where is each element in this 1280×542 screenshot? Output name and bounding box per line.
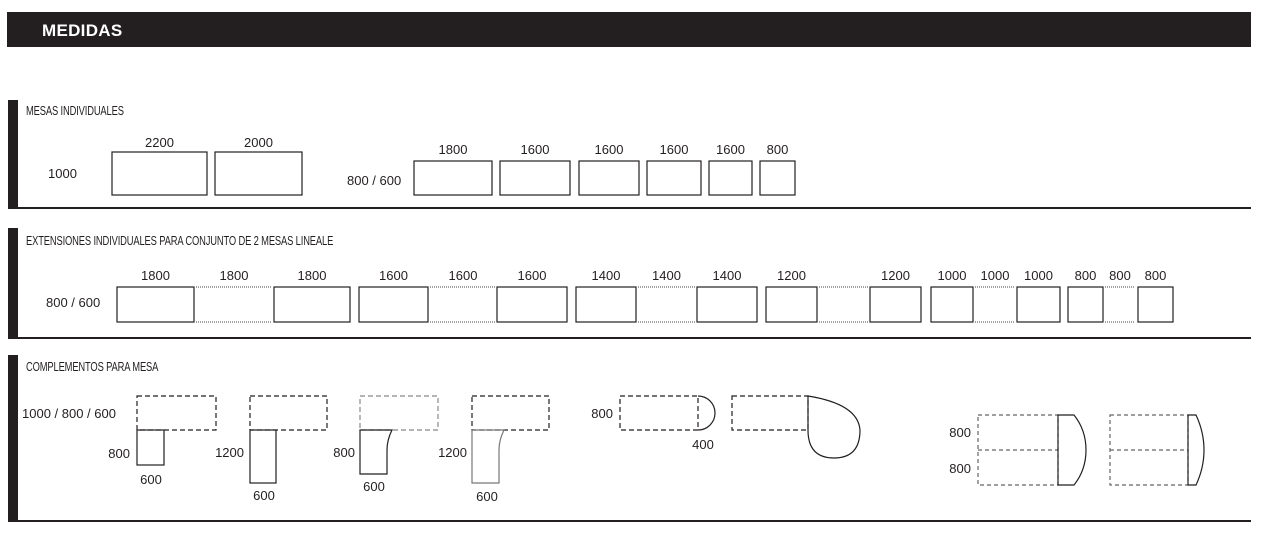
section-title-mesas: MESAS INDIVIDUALES — [26, 103, 124, 118]
width-label: 1400 — [713, 268, 742, 283]
label: 1200 — [215, 445, 244, 460]
extensiones: 1800 1800 1800 1600 1600 1600 1400 1400 1400 1200… — [46, 268, 1174, 323]
end-cap-b — [1187, 414, 1205, 486]
depth-label: 800 / 600 — [347, 173, 401, 188]
complementos — [136, 395, 1205, 486]
width-label: 1400 — [592, 268, 621, 283]
width-label: 800 — [767, 142, 789, 157]
label: 800 — [949, 425, 971, 440]
label: 400 — [692, 437, 714, 452]
table-rect — [413, 160, 493, 196]
table-outline — [731, 395, 809, 431]
label: 600 — [253, 488, 275, 503]
table-rect — [116, 286, 195, 323]
section-marker — [8, 228, 18, 338]
table-rect — [765, 286, 818, 323]
width-label: 1600 — [716, 142, 745, 157]
page-title: MEDIDAS — [42, 21, 123, 40]
header-bar: MEDIDAS — [7, 12, 1251, 47]
table-outline — [136, 395, 217, 431]
label: 800 — [333, 445, 355, 460]
end-cap-a — [1057, 414, 1087, 486]
width-label: 1000 — [938, 268, 967, 283]
label: 800 — [591, 406, 613, 421]
table-rect — [1137, 286, 1174, 323]
width-label: 1600 — [595, 142, 624, 157]
width-label: 1600 — [518, 268, 547, 283]
round-end — [807, 395, 861, 459]
width-label: 1600 — [379, 268, 408, 283]
table-rect — [273, 286, 351, 323]
width-label: 1400 — [652, 268, 681, 283]
width-label: 1600 — [521, 142, 550, 157]
table-rect — [499, 160, 571, 196]
table-rect — [708, 160, 753, 196]
table-rect — [214, 151, 303, 196]
table-rect — [1067, 286, 1104, 323]
complement-curved-1200 — [471, 429, 505, 484]
width-label: 1600 — [660, 142, 689, 157]
table-outline — [471, 395, 550, 431]
mesas-individuales: 2200 2000 1800 1600 1600 1600 1600 800 1000 800 /… — [48, 135, 796, 196]
width-label: 800 — [1109, 268, 1131, 283]
width-label: 1800 — [298, 268, 327, 283]
table-rect — [1016, 286, 1061, 323]
width-label: 800 — [1145, 268, 1167, 283]
width-label: 1800 — [141, 268, 170, 283]
section-title-extensiones: EXTENSIONES INDIVIDUALES PARA CONJUNTO D… — [26, 233, 334, 248]
label: 1200 — [438, 445, 467, 460]
divider — [8, 520, 1251, 522]
complement-labels: 1000 / 800 / 600 800 600 1200 600 800 60… — [22, 406, 971, 504]
section-marker — [8, 100, 18, 208]
label: 1000 / 800 / 600 — [22, 406, 116, 421]
section-title-complementos: COMPLEMENTOS PARA MESA — [26, 359, 159, 374]
width-label: 1200 — [881, 268, 910, 283]
table-outline — [977, 414, 1059, 486]
complement-curved-800 — [359, 429, 393, 475]
depth-label: 800 / 600 — [46, 295, 100, 310]
width-label: 1000 — [981, 268, 1010, 283]
width-label: 1200 — [777, 268, 806, 283]
table-outline — [359, 395, 439, 431]
divider — [8, 207, 1251, 209]
width-label: 1000 — [1024, 268, 1053, 283]
width-label: 2200 — [145, 135, 174, 150]
table-rect — [759, 160, 796, 196]
width-label: 1600 — [449, 268, 478, 283]
table-rect — [575, 286, 637, 323]
table-rect — [111, 151, 208, 196]
table-outline — [249, 395, 328, 431]
table-rect — [696, 286, 758, 323]
table-rect — [358, 286, 429, 323]
width-label: 2000 — [244, 135, 273, 150]
table-rect — [496, 286, 568, 323]
label: 800 — [108, 446, 130, 461]
width-label: 1800 — [439, 142, 468, 157]
section-marker — [8, 355, 18, 522]
width-label: 1800 — [220, 268, 249, 283]
table-rect — [646, 160, 702, 196]
table-outline — [619, 395, 699, 431]
complement-rect-1200 — [249, 429, 277, 484]
table-rect — [869, 286, 922, 323]
width-label: 800 — [1075, 268, 1097, 283]
label: 600 — [140, 472, 162, 487]
semicircle-end — [697, 395, 716, 431]
table-rect — [578, 160, 640, 196]
label: 600 — [363, 479, 385, 494]
label: 800 — [949, 461, 971, 476]
complement-rect-800 — [136, 429, 165, 466]
divider — [8, 337, 1251, 339]
label: 600 — [476, 489, 498, 504]
depth-label: 1000 — [48, 166, 77, 181]
table-rect — [930, 286, 974, 323]
